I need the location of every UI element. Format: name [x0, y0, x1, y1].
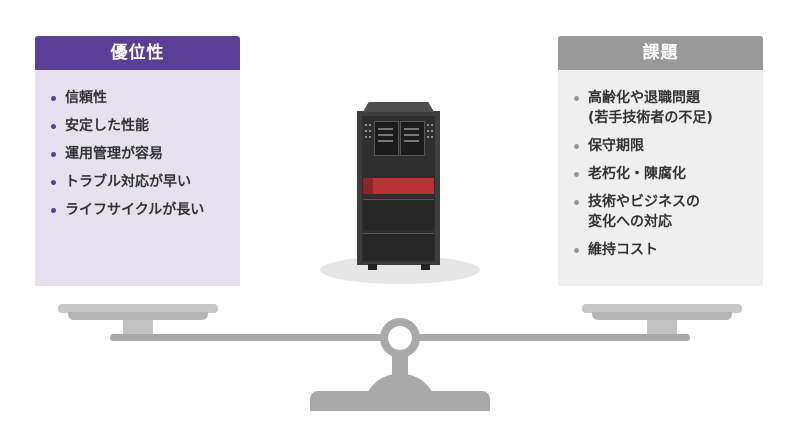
challenges-panel: 課題 高齢化や退職問題(若手技術者の不足) 保守期限 老朽化・陳腐化 技術やビジ…: [558, 36, 763, 286]
server-accent-stripe-shade: [363, 178, 373, 194]
bullet-icon: [51, 208, 56, 213]
server-panel: [363, 199, 434, 230]
bay-slot: [404, 140, 419, 142]
bullet-icon: [574, 248, 579, 253]
vent: [369, 130, 371, 132]
bullet-icon: [51, 96, 56, 101]
list-item: 老朽化・陳腐化: [574, 164, 763, 184]
bay-slot: [404, 128, 419, 130]
scale-base: [310, 391, 490, 411]
drive-bay: [400, 121, 425, 156]
vent: [427, 130, 429, 132]
right-scale-stem: [647, 320, 677, 335]
advantages-list: 信頼性 安定した性能 運用管理が容易 トラブル対応が早い ライフサイクルが長い: [35, 70, 240, 220]
right-scale-plate-underside: [592, 312, 732, 320]
right-scale-plate: [582, 304, 742, 313]
list-item: 運用管理が容易: [51, 144, 240, 164]
vent: [427, 136, 429, 138]
vent: [431, 136, 433, 138]
server-top: [363, 102, 434, 112]
vent: [365, 136, 367, 138]
server-foot: [368, 264, 377, 270]
bullet-icon: [574, 96, 579, 101]
bullet-icon: [574, 200, 579, 205]
bay-slot: [378, 128, 393, 130]
server-foot: [421, 264, 430, 270]
vent: [365, 124, 367, 126]
bullet-icon: [51, 124, 56, 129]
vent: [365, 130, 367, 132]
server-accent-stripe: [363, 178, 434, 194]
list-item: 安定した性能: [51, 116, 240, 136]
scale-pivot-center: [388, 326, 412, 350]
vent: [369, 136, 371, 138]
challenges-list: 高齢化や退職問題(若手技術者の不足) 保守期限 老朽化・陳腐化 技術やビジネスの…: [558, 70, 763, 260]
left-scale-stem: [123, 320, 153, 335]
bullet-icon: [574, 144, 579, 149]
advantages-title: 優位性: [35, 36, 240, 70]
left-scale-plate-underside: [68, 312, 208, 320]
list-item: 維持コスト: [574, 240, 763, 260]
vent: [431, 130, 433, 132]
list-item: 高齢化や退職問題(若手技術者の不足): [574, 88, 763, 128]
bay-slot: [378, 140, 393, 142]
list-item: 信頼性: [51, 88, 240, 108]
list-item: トラブル対応が早い: [51, 172, 240, 192]
bullet-icon: [574, 172, 579, 177]
advantages-panel: 優位性 信頼性 安定した性能 運用管理が容易 トラブル対応が早い ライフサイクル…: [35, 36, 240, 286]
list-item: 技術やビジネスの変化への対応: [574, 192, 763, 232]
drive-bay: [374, 121, 399, 156]
vent: [427, 124, 429, 126]
bullet-icon: [51, 152, 56, 157]
vent: [431, 124, 433, 126]
bullet-icon: [51, 180, 56, 185]
challenges-title: 課題: [558, 36, 763, 70]
vent: [369, 124, 371, 126]
left-scale-plate: [58, 304, 218, 313]
list-item: 保守期限: [574, 136, 763, 156]
list-item: ライフサイクルが長い: [51, 200, 240, 220]
server-panel: [363, 233, 434, 260]
bay-slot: [378, 134, 393, 136]
bay-slot: [404, 134, 419, 136]
